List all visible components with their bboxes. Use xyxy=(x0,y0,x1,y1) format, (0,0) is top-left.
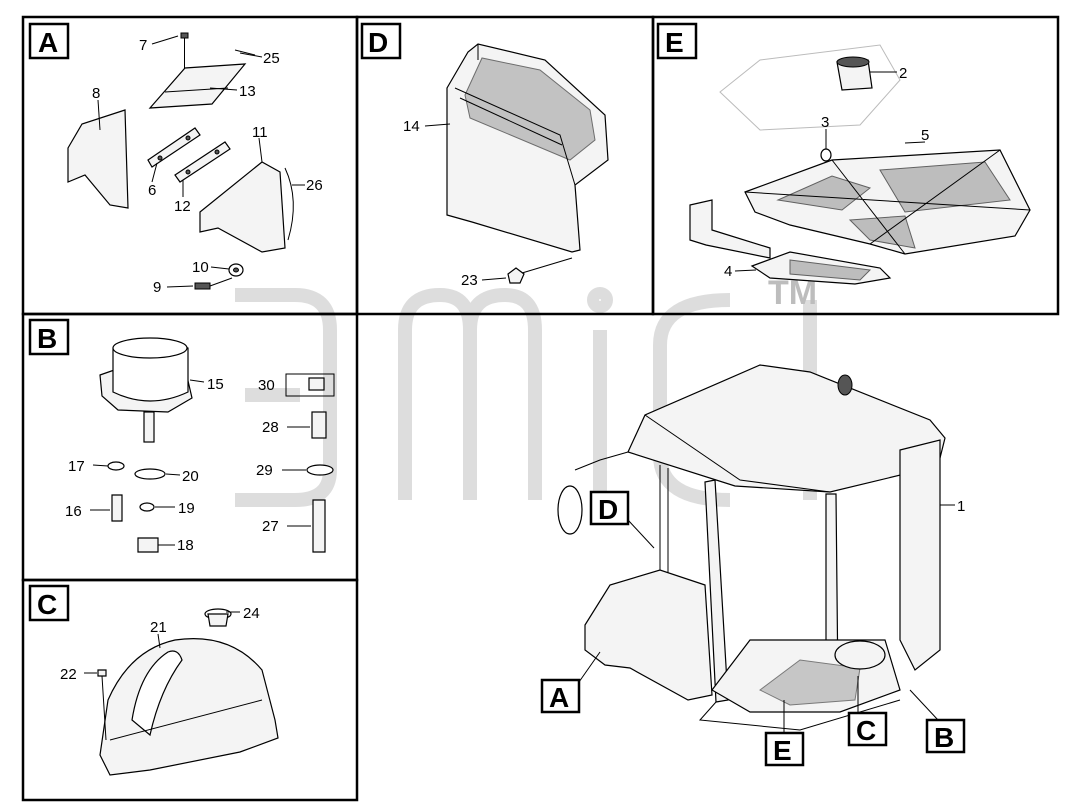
callout-tag-c: C xyxy=(847,676,888,747)
side-cover-11 xyxy=(199,161,286,253)
label-21: 21 xyxy=(150,619,167,636)
panel-b-parts xyxy=(99,337,334,553)
panel-e-frame xyxy=(651,15,1060,316)
screw-22 xyxy=(97,669,107,677)
sleeve-28 xyxy=(311,411,327,439)
callout-tag-a: A xyxy=(540,651,601,714)
mirror xyxy=(557,485,583,535)
svg-text:C: C xyxy=(37,589,57,620)
panel-c-frame xyxy=(21,578,359,802)
washer-17 xyxy=(107,461,125,471)
cab-assembly-1 xyxy=(557,364,946,731)
svg-text:B: B xyxy=(934,722,954,753)
washer-19 xyxy=(139,502,155,512)
cab-roof xyxy=(627,364,946,493)
panel-tag-c: C xyxy=(28,584,70,622)
lower-housing xyxy=(584,569,713,701)
label-20: 20 xyxy=(182,468,199,485)
panel-tag-a: A xyxy=(28,22,70,60)
svg-text:A: A xyxy=(38,27,58,58)
label-7: 7 xyxy=(139,37,147,54)
washer-20 xyxy=(134,468,166,480)
label-15: 15 xyxy=(207,376,224,393)
svg-text:C: C xyxy=(856,715,876,746)
cover-plate-13 xyxy=(148,63,247,109)
label-26: 26 xyxy=(306,177,323,194)
strip-26 xyxy=(284,167,294,241)
label-1: 1 xyxy=(957,498,965,515)
bolt-23 xyxy=(507,257,573,284)
front-post xyxy=(704,479,729,703)
panel-d-parts xyxy=(446,43,609,284)
label-11: 11 xyxy=(252,124,268,141)
nut-30 xyxy=(308,377,325,391)
bracket-6 xyxy=(147,127,201,168)
seat-base xyxy=(834,640,886,670)
bracket-12 xyxy=(174,141,231,183)
label-17: 17 xyxy=(68,458,85,475)
svg-text:D: D xyxy=(368,27,388,58)
clip-3 xyxy=(820,148,832,162)
cover-21 xyxy=(99,638,279,776)
label-16: 16 xyxy=(65,503,82,520)
label-6: 6 xyxy=(148,182,156,199)
label-2: 2 xyxy=(899,65,907,82)
label-24: 24 xyxy=(243,605,260,622)
svg-text:E: E xyxy=(773,735,792,766)
label-13: 13 xyxy=(239,83,256,100)
side-mat xyxy=(689,199,771,259)
panel-c-parts xyxy=(97,608,279,776)
bolt-16 xyxy=(111,494,123,522)
washer-29 xyxy=(306,464,334,476)
label-18: 18 xyxy=(177,537,194,554)
panel-e-parts xyxy=(689,44,1031,285)
label-27: 27 xyxy=(262,518,279,535)
label-22: 22 xyxy=(60,666,77,683)
label-29: 29 xyxy=(256,462,273,479)
svg-text:D: D xyxy=(598,494,618,525)
label-9: 9 xyxy=(153,279,161,296)
panel-tag-d: D xyxy=(360,22,402,60)
label-5: 5 xyxy=(921,127,929,144)
label-30: 30 xyxy=(258,377,275,394)
svg-text:B: B xyxy=(37,323,57,354)
label-28: 28 xyxy=(262,419,279,436)
nut-18 xyxy=(137,537,159,553)
label-8: 8 xyxy=(92,85,100,102)
rear-panel xyxy=(899,439,941,671)
bolt-27 xyxy=(312,499,326,553)
callout-box-30 xyxy=(285,373,335,397)
callout-tag-b: B xyxy=(909,689,966,754)
label-23: 23 xyxy=(461,272,478,289)
label-25: 25 xyxy=(263,50,280,67)
panel-tag-b: B xyxy=(28,318,70,356)
beacon-light xyxy=(837,374,853,396)
strip-25 xyxy=(234,49,256,56)
panel-a-parts xyxy=(67,32,294,290)
callout-tag-d: D xyxy=(589,490,655,549)
svg-text:E: E xyxy=(665,27,684,58)
label-19: 19 xyxy=(178,500,195,517)
callout-tag-e: E xyxy=(764,700,805,767)
label-10: 10 xyxy=(192,259,209,276)
side-cover-8 xyxy=(67,109,129,209)
label-14: 14 xyxy=(403,118,420,135)
bolt-9 xyxy=(194,282,211,290)
label-4: 4 xyxy=(724,263,732,280)
panel-tag-e: E xyxy=(656,22,698,60)
label-12: 12 xyxy=(174,198,191,215)
label-3: 3 xyxy=(821,114,829,131)
svg-text:A: A xyxy=(549,682,569,713)
